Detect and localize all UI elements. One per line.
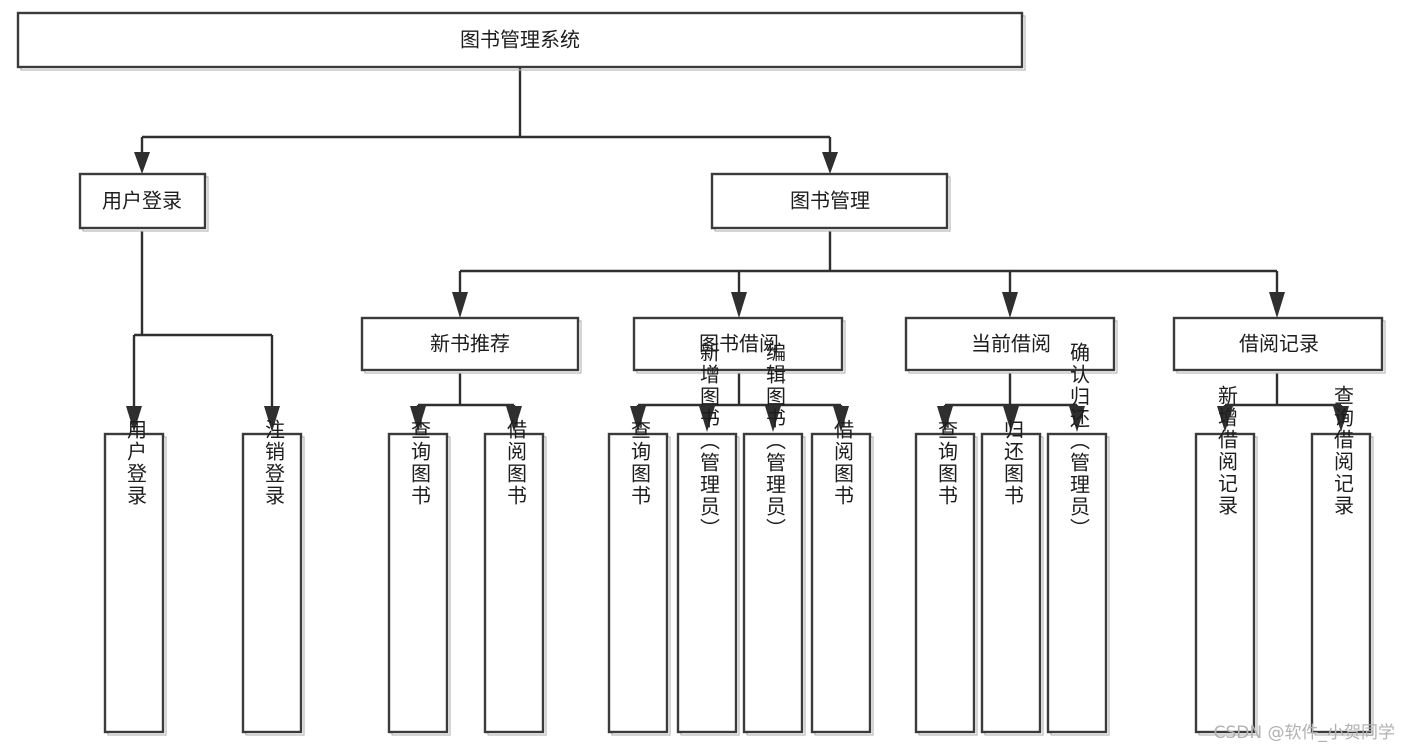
node-leaf-query-book-1-label: 查询图书 (408, 419, 432, 507)
arrow-head-leaf-return-book (1003, 406, 1019, 432)
arrow-head-leaf-query-record (1333, 406, 1349, 432)
node-leaf-query-book-1-box (387, 432, 449, 734)
node-book-borrow-label: 图书借阅 (699, 332, 779, 356)
connector-layer (126, 68, 1349, 432)
arrow-head-leaf-borrow-book-2 (833, 406, 849, 432)
node-user-login[interactable]: 用户登录 (78, 172, 209, 232)
node-leaf-borrow-book-2-box (810, 432, 872, 734)
node-leaf-return-book-box (980, 432, 1042, 734)
node-leaf-borrow-book-1[interactable]: 借阅图书 (483, 419, 547, 736)
node-leaf-confirm-return-box (1046, 432, 1108, 734)
node-new-book-recommend-box (360, 316, 580, 372)
arrow-head-leaf-logout-login (264, 406, 280, 432)
node-leaf-query-book-2-box (607, 432, 669, 734)
node-borrow-record-box (1172, 316, 1384, 372)
arrow-head-user-login (134, 152, 150, 174)
node-leaf-query-book-2-label: 查询图书 (628, 419, 652, 507)
node-leaf-query-record[interactable]: 查询借阅记录 (1310, 385, 1374, 736)
node-leaf-add-record-label: 新增借阅记录 (1215, 385, 1239, 517)
node-leaf-logout-login-box (241, 432, 303, 734)
arrow-head-leaf-query-book-3 (937, 406, 953, 432)
node-leaf-borrow-book-2[interactable]: 借阅图书 (810, 419, 874, 736)
node-book-borrow[interactable]: 图书借阅 (632, 316, 846, 374)
node-new-book-recommend[interactable]: 新书推荐 (360, 316, 582, 374)
node-book-manage[interactable]: 图书管理 (710, 172, 951, 232)
node-root[interactable]: 图书管理系统 (16, 11, 1026, 71)
node-leaf-add-book[interactable]: 新增图书（管理员） (676, 342, 740, 736)
arrow-head-leaf-borrow-book-1 (506, 406, 522, 432)
node-user-login-label: 用户登录 (102, 189, 182, 213)
arrow-head-new-book-recommend (452, 292, 468, 318)
node-leaf-query-record-box (1310, 432, 1372, 734)
node-leaf-query-book-3[interactable]: 查询图书 (914, 419, 978, 736)
node-new-book-recommend-label: 新书推荐 (430, 332, 510, 356)
node-leaf-edit-book-label: 编辑图书（管理员） (763, 342, 787, 540)
arrow-head-leaf-user-login (126, 406, 142, 432)
arrow-head-leaf-edit-book (765, 406, 781, 432)
node-leaf-query-book-3-label: 查询图书 (935, 419, 959, 507)
node-leaf-edit-book[interactable]: 编辑图书（管理员） (742, 342, 806, 736)
node-leaf-borrow-book-1-box (483, 432, 545, 734)
node-leaf-add-book-box (676, 432, 738, 734)
node-leaf-return-book[interactable]: 归还图书 (980, 419, 1044, 736)
node-leaf-query-book-3-box (914, 432, 976, 734)
node-current-borrow-box (904, 316, 1116, 372)
node-borrow-record[interactable]: 借阅记录 (1172, 316, 1386, 374)
node-leaf-edit-book-box (742, 432, 804, 734)
arrow-head-borrow-record (1269, 292, 1285, 318)
node-user-login-box (78, 172, 207, 230)
node-leaf-borrow-book-1-label: 借阅图书 (504, 419, 528, 507)
node-leaf-query-record-label: 查询借阅记录 (1331, 385, 1355, 517)
node-leaf-confirm-return-label: 确认归还（管理员） (1067, 342, 1091, 540)
node-leaf-logout-login-label: 注销登录 (262, 419, 286, 507)
node-leaf-add-book-label: 新增图书（管理员） (697, 342, 721, 540)
arrow-head-book-borrow (731, 292, 747, 318)
node-leaf-user-login-box (103, 432, 165, 734)
arrow-head-current-borrow (1002, 292, 1018, 318)
node-leaf-confirm-return[interactable]: 确认归还（管理员） (1046, 342, 1110, 736)
arrow-head-leaf-query-book-2 (630, 406, 646, 432)
node-current-borrow[interactable]: 当前借阅 (904, 316, 1118, 374)
node-leaf-add-record-box (1194, 432, 1256, 734)
node-leaf-query-book-2[interactable]: 查询图书 (607, 419, 671, 736)
node-leaf-add-record[interactable]: 新增借阅记录 (1194, 385, 1258, 736)
node-current-borrow-label: 当前借阅 (971, 332, 1051, 356)
node-leaf-user-login[interactable]: 用户登录 (103, 419, 167, 736)
node-leaf-return-book-label: 归还图书 (1001, 419, 1025, 507)
node-book-borrow-box (632, 316, 844, 372)
node-leaf-query-book-1[interactable]: 查询图书 (387, 419, 451, 736)
node-borrow-record-label: 借阅记录 (1239, 332, 1319, 356)
node-leaf-borrow-book-2-label: 借阅图书 (831, 419, 855, 507)
arrow-head-leaf-confirm-return (1069, 406, 1085, 432)
node-root-label: 图书管理系统 (460, 28, 580, 52)
node-book-manage-label: 图书管理 (790, 189, 870, 213)
node-root-box (16, 11, 1024, 69)
arrow-head-leaf-add-record (1217, 406, 1233, 432)
arrow-head-leaf-query-book-1 (410, 406, 426, 432)
arrow-head-book-manage (822, 152, 838, 174)
node-leaf-user-login-label: 用户登录 (124, 419, 148, 507)
arrow-head-leaf-add-book (699, 406, 715, 432)
node-book-manage-box (710, 172, 949, 230)
node-leaf-logout-login[interactable]: 注销登录 (241, 419, 305, 736)
